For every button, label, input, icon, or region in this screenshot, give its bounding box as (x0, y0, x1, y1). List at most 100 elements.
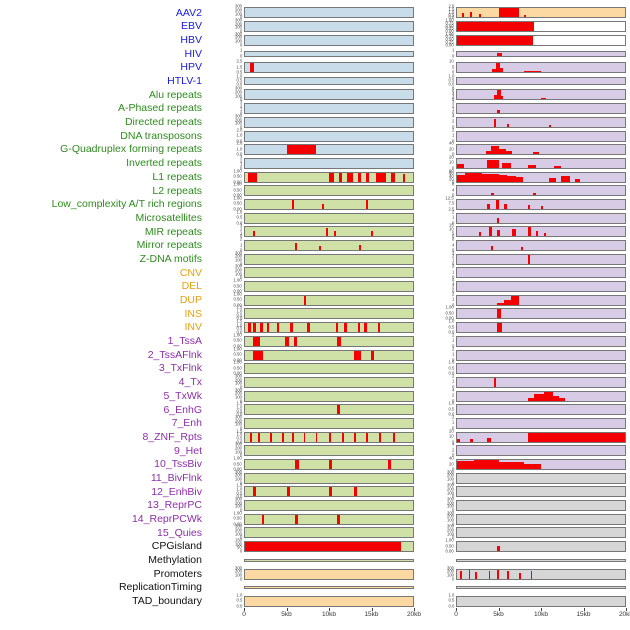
track-panel-left (244, 34, 414, 46)
track-panel-left (244, 500, 414, 512)
y-axis-tick-label: 100 (234, 382, 242, 387)
track-panel-right (456, 253, 626, 265)
track-panel-left (244, 157, 414, 169)
y-axis-tick-label: 0 (451, 467, 454, 473)
y-axis-tick-label: 2 (451, 95, 454, 100)
y-axis-tick-label: 0.00 (445, 550, 454, 555)
y-axis-tick-label: 1 (451, 339, 454, 344)
track-label: 1_TssA (167, 335, 202, 348)
y-axis-tick-label: 0 (451, 303, 454, 308)
signal-bar (493, 94, 498, 100)
signal-bar (532, 193, 536, 196)
y-axis-tick-label: 0 (451, 495, 454, 500)
y-axis-tick-label: 0 (451, 139, 454, 144)
track-panel-right (456, 116, 626, 128)
y-axis-tick-label: 0 (239, 166, 242, 172)
signal-bar (487, 204, 490, 209)
track-panel-right (456, 459, 626, 471)
y-axis-tick-label: 10 (449, 435, 454, 440)
signal-bar (470, 438, 473, 442)
y-axis-tick-label: 10 (449, 59, 454, 65)
signal-bar (559, 398, 565, 401)
y-axis-tick-label: 0 (239, 276, 242, 281)
y-axis-tick-label: 1.00 (233, 196, 242, 202)
signal-bar (490, 245, 494, 251)
track-label: Directed repeats (124, 116, 202, 129)
y-axis-tick-label: 2.0 (236, 142, 242, 147)
y-axis-tick-label: 0.50 (233, 174, 242, 180)
y-axis-tick-label: 1.5 (236, 320, 242, 325)
y-axis-tick-label: 200 (234, 268, 242, 274)
y-axis-tick-label: 1.0 (236, 133, 242, 139)
y-axis-tick-label: 3 (239, 155, 242, 161)
signal-bar (534, 394, 545, 401)
track-label: 6_EnhG (163, 403, 202, 416)
track-label: Microsatellites (135, 211, 202, 224)
signal-bar (488, 570, 491, 579)
y-axis-tick-label: 200 (446, 570, 454, 575)
y-axis-tick-label: 200 (446, 529, 454, 534)
track-label: HIV (184, 47, 202, 60)
y-axis-tick-label: 1 (239, 163, 242, 168)
signal-bar (478, 231, 481, 237)
y-axis-tick-label: 300 (234, 470, 242, 475)
signal-bar (329, 460, 333, 470)
signal-bar (493, 118, 497, 127)
signal-bar (482, 173, 491, 182)
y-axis-tick-label: 0 (451, 289, 454, 295)
signal-bar (357, 323, 361, 333)
y-axis-tick-label: 0.00 (233, 194, 242, 199)
y-axis-tick-label: 0 (239, 508, 242, 514)
signal-bar (253, 323, 256, 333)
track-panel-right (456, 363, 626, 375)
x-axis-tick-label: 5kb (493, 611, 504, 619)
signal-bar (495, 63, 500, 73)
track-panel-left (244, 586, 414, 590)
track-row: Methylation (0, 554, 630, 568)
signal-bar (532, 152, 540, 155)
track-label: 7_Enh (171, 417, 202, 430)
signal-bar (507, 176, 516, 182)
y-axis-tick-label: 0.50 (233, 339, 242, 344)
signal-bar (541, 206, 543, 209)
signal-bar (497, 546, 500, 552)
y-axis-tick-label: 3 (451, 101, 454, 106)
signal-bar (292, 199, 295, 209)
signal-bar (473, 460, 499, 470)
signal-bar (527, 397, 535, 401)
y-axis-tick-label: 1.00 (233, 292, 242, 297)
y-axis-tick-label: 0 (239, 112, 242, 117)
y-axis-tick-label: 0 (451, 112, 454, 117)
y-axis-tick-label: 0 (239, 399, 242, 404)
y-axis-tick-label: 0 (451, 248, 454, 254)
track-panel-right (456, 558, 626, 562)
y-axis-tick-label: 100 (234, 477, 242, 483)
signal-bar (248, 323, 251, 333)
track-label: 10_TssBiv (154, 458, 202, 471)
track-panel-right (456, 445, 626, 457)
signal-bar (502, 162, 511, 168)
y-axis-tick-label: 0 (239, 550, 242, 555)
signal-bar (465, 173, 474, 182)
y-axis-tick-label: 0.50 (445, 24, 454, 29)
